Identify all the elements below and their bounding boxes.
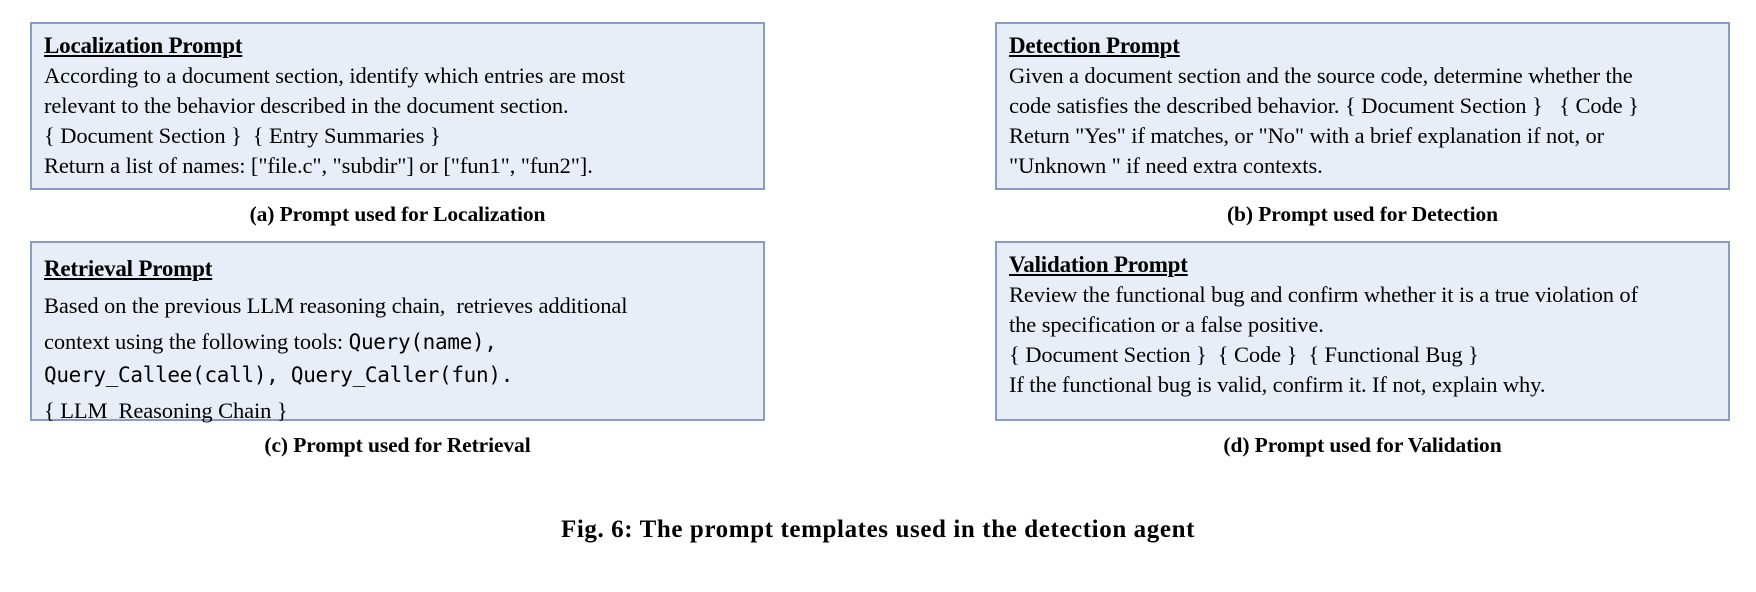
caption-b: (b) Prompt used for Detection: [1227, 202, 1498, 226]
detection-heading: Detection Prompt: [1009, 33, 1180, 58]
validation-line-4: If the functional bug is valid, confirm …: [1009, 371, 1546, 397]
prompt-row-top: Localization Prompt According to a docum…: [30, 22, 1730, 227]
panel-localization: Localization Prompt According to a docum…: [30, 22, 765, 227]
prompt-grid: Localization Prompt According to a docum…: [30, 22, 1730, 458]
panel-detection: Detection Prompt Given a document sectio…: [995, 22, 1730, 227]
panel-retrieval: Retrieval Prompt Based on the previous L…: [30, 241, 765, 458]
retrieval-line-2-text: context using the following tools:: [44, 328, 349, 354]
localization-line-2: relevant to the behavior described in th…: [44, 92, 569, 118]
localization-line-1: According to a document section, identif…: [44, 63, 625, 89]
validation-line-3: { Document Section } { Code } { Function…: [1009, 341, 1479, 367]
detection-prompt-box: Detection Prompt Given a document sectio…: [995, 22, 1730, 190]
caption-d: (d) Prompt used for Validation: [1223, 433, 1502, 457]
localization-prompt-box: Localization Prompt According to a docum…: [30, 22, 765, 190]
detection-line-3: Return "Yes" if matches, or "No" with a …: [1009, 122, 1605, 148]
retrieval-line-4: { LLM Reasoning Chain }: [44, 397, 288, 423]
detection-line-4: "Unknown " if need extra contexts.: [1009, 152, 1323, 178]
localization-line-4: Return a list of names: ["file.c", "subd…: [44, 152, 593, 178]
retrieval-prompt-box: Retrieval Prompt Based on the previous L…: [30, 241, 765, 423]
detection-line-2: code satisfies the described behavior. {…: [1009, 92, 1639, 118]
validation-line-2: the specification or a false positive.: [1009, 311, 1324, 337]
prompt-row-bottom: Retrieval Prompt Based on the previous L…: [30, 241, 1730, 458]
detection-line-1: Given a document section and the source …: [1009, 63, 1633, 89]
validation-heading: Validation Prompt: [1009, 252, 1188, 277]
localization-line-3: { Document Section } { Entry Summaries }: [44, 122, 441, 148]
retrieval-line-1: Based on the previous LLM reasoning chai…: [44, 293, 628, 319]
validation-line-1: Review the functional bug and confirm wh…: [1009, 282, 1638, 308]
panel-validation: Validation Prompt Review the functional …: [995, 241, 1730, 458]
validation-prompt-box: Validation Prompt Review the functional …: [995, 241, 1730, 421]
retrieval-heading: Retrieval Prompt: [44, 256, 213, 281]
localization-heading: Localization Prompt: [44, 33, 243, 58]
retrieval-tools-line: Query_Callee(call), Query_Caller(fun).: [44, 363, 514, 388]
retrieval-tool-query: Query(name),: [348, 329, 497, 354]
caption-a: (a) Prompt used for Localization: [249, 202, 546, 226]
figure-title: Fig. 6: The prompt templates used in the…: [560, 516, 1196, 543]
caption-c: (c) Prompt used for Retrieval: [264, 433, 531, 457]
retrieval-line-2: context using the following tools: Query…: [44, 324, 753, 360]
